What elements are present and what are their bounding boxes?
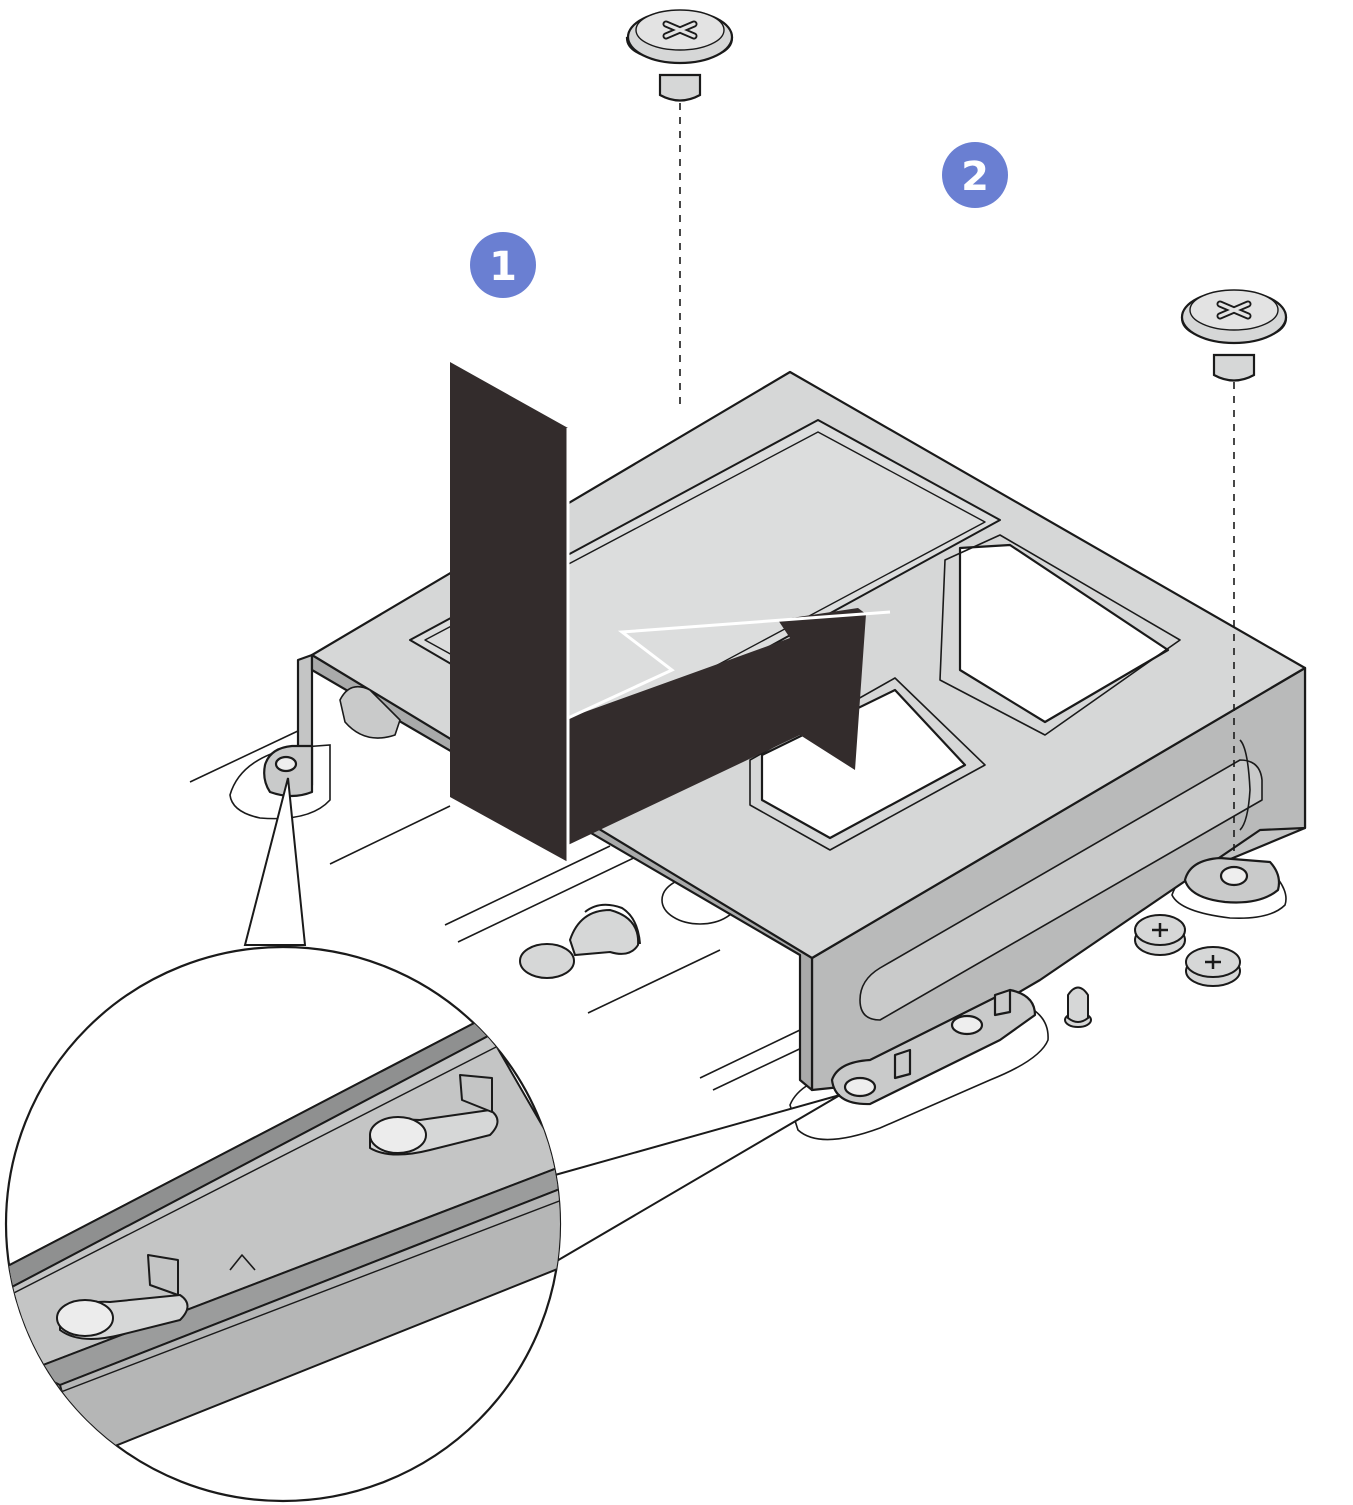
screw-2 (1180, 289, 1288, 860)
loose-screws (1134, 914, 1241, 987)
bracket-window-right (958, 543, 1170, 724)
step-1-number: 1 (489, 244, 517, 290)
step-1-badge: 1 (470, 232, 536, 298)
step-2-number: 2 (961, 154, 989, 200)
step-2-badge: 2 (942, 142, 1008, 208)
detail-magnifier (4, 945, 562, 1503)
keyhole-slot (519, 903, 641, 979)
slide-arrow (450, 362, 866, 862)
screw-1 (625, 9, 734, 410)
slide-arrow-highlight (566, 428, 891, 862)
callout-pointers (243, 777, 841, 1264)
bracket-window-left (760, 688, 967, 840)
chassis-floor-lines (189, 729, 811, 1091)
